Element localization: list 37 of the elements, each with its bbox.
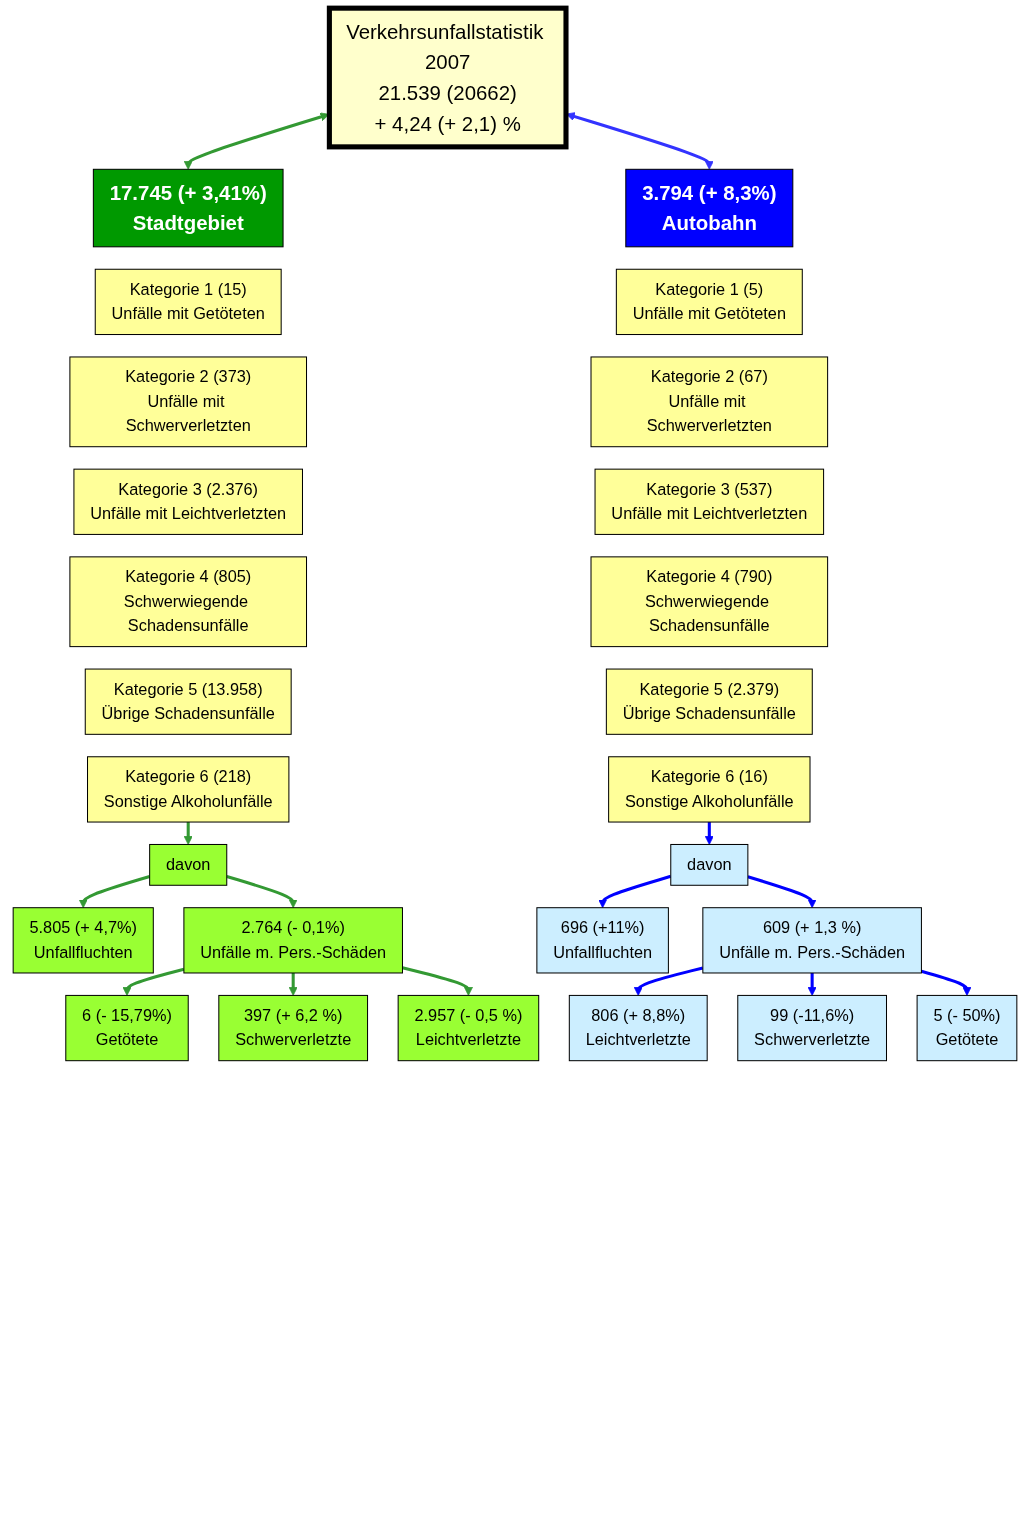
node-box: Kategorie 1 (15) Unfälle mit Getöteten <box>94 268 282 336</box>
node-box: Kategorie 1 (5) Unfälle mit Getöteten <box>615 268 803 336</box>
node-box: 696 (+11%) Unfallfluchten <box>535 907 669 974</box>
node-box: Kategorie 5 (2.379) Übrige Schadensunfälle <box>605 668 813 735</box>
arrow <box>401 966 473 996</box>
node-box: 2.957 (- 0,5 %) Leichtverletzte <box>397 994 539 1062</box>
node-box: 397 (+ 6,2 %) Schwerverletzte <box>217 994 368 1062</box>
node-box: Kategorie 4 (805) Schwerwiegende Schadensunfälle <box>68 556 307 648</box>
arrow <box>597 874 671 909</box>
node-box: 3.794 (+ 8,3%) Autobahn <box>624 168 793 248</box>
node-box: Kategorie 6 (218) Sonstige Alkoholunfälle <box>86 756 289 823</box>
node-box: Kategorie 6 (16) Sonstige Alkoholunfälle <box>607 756 810 823</box>
node-box: 5 (- 50%) Getötete <box>916 994 1017 1062</box>
node-box: 99 (-11,6%) Schwerverletzte <box>736 994 887 1062</box>
arrow <box>920 969 971 996</box>
arrow <box>78 875 150 909</box>
node-box: davon <box>148 843 227 886</box>
node-box: 17.745 (+ 3,41%) Stadtgebiet <box>92 168 284 248</box>
node-box: Kategorie 3 (2.376) Unfälle mit Leichtverletzten <box>72 468 303 535</box>
node-box: davon <box>669 843 748 886</box>
node-box: 6 (- 15,79%) Getötete <box>64 994 189 1062</box>
node-box: Kategorie 5 (13.958) Übrige Schadensunfälle <box>84 668 292 735</box>
node-box: 5.805 (+ 4,7%) Unfallfluchten <box>12 907 154 974</box>
node-box: Kategorie 4 (790) Schwerwiegende Schadensunfälle <box>590 556 828 648</box>
node-box: Verkehrsunfallstatistik 2007 21.539 (20662) + 4,24 (+ 2,1) % <box>326 5 569 150</box>
node-box: 2.764 (- 0,1%) Unfälle m. Pers.-Schäden <box>182 907 403 974</box>
arrow <box>122 967 184 996</box>
arrow <box>633 966 703 996</box>
arrow <box>183 822 193 845</box>
arrow <box>288 973 298 996</box>
node-box: 806 (+ 8,8%) Leichtverletzte <box>568 994 708 1062</box>
arrow <box>704 822 714 845</box>
node-box: Kategorie 3 (537) Unfälle mit Leichtverletzten <box>594 468 824 535</box>
node-box: Kategorie 2 (67) Unfälle mit Schwerverletzten <box>590 356 828 448</box>
arrow <box>807 973 817 996</box>
node-box: Kategorie 2 (373) Unfälle mit Schwerverletzten <box>68 356 307 448</box>
node-box: 609 (+ 1,3 %) Unfälle m. Pers.-Schäden <box>701 907 922 974</box>
